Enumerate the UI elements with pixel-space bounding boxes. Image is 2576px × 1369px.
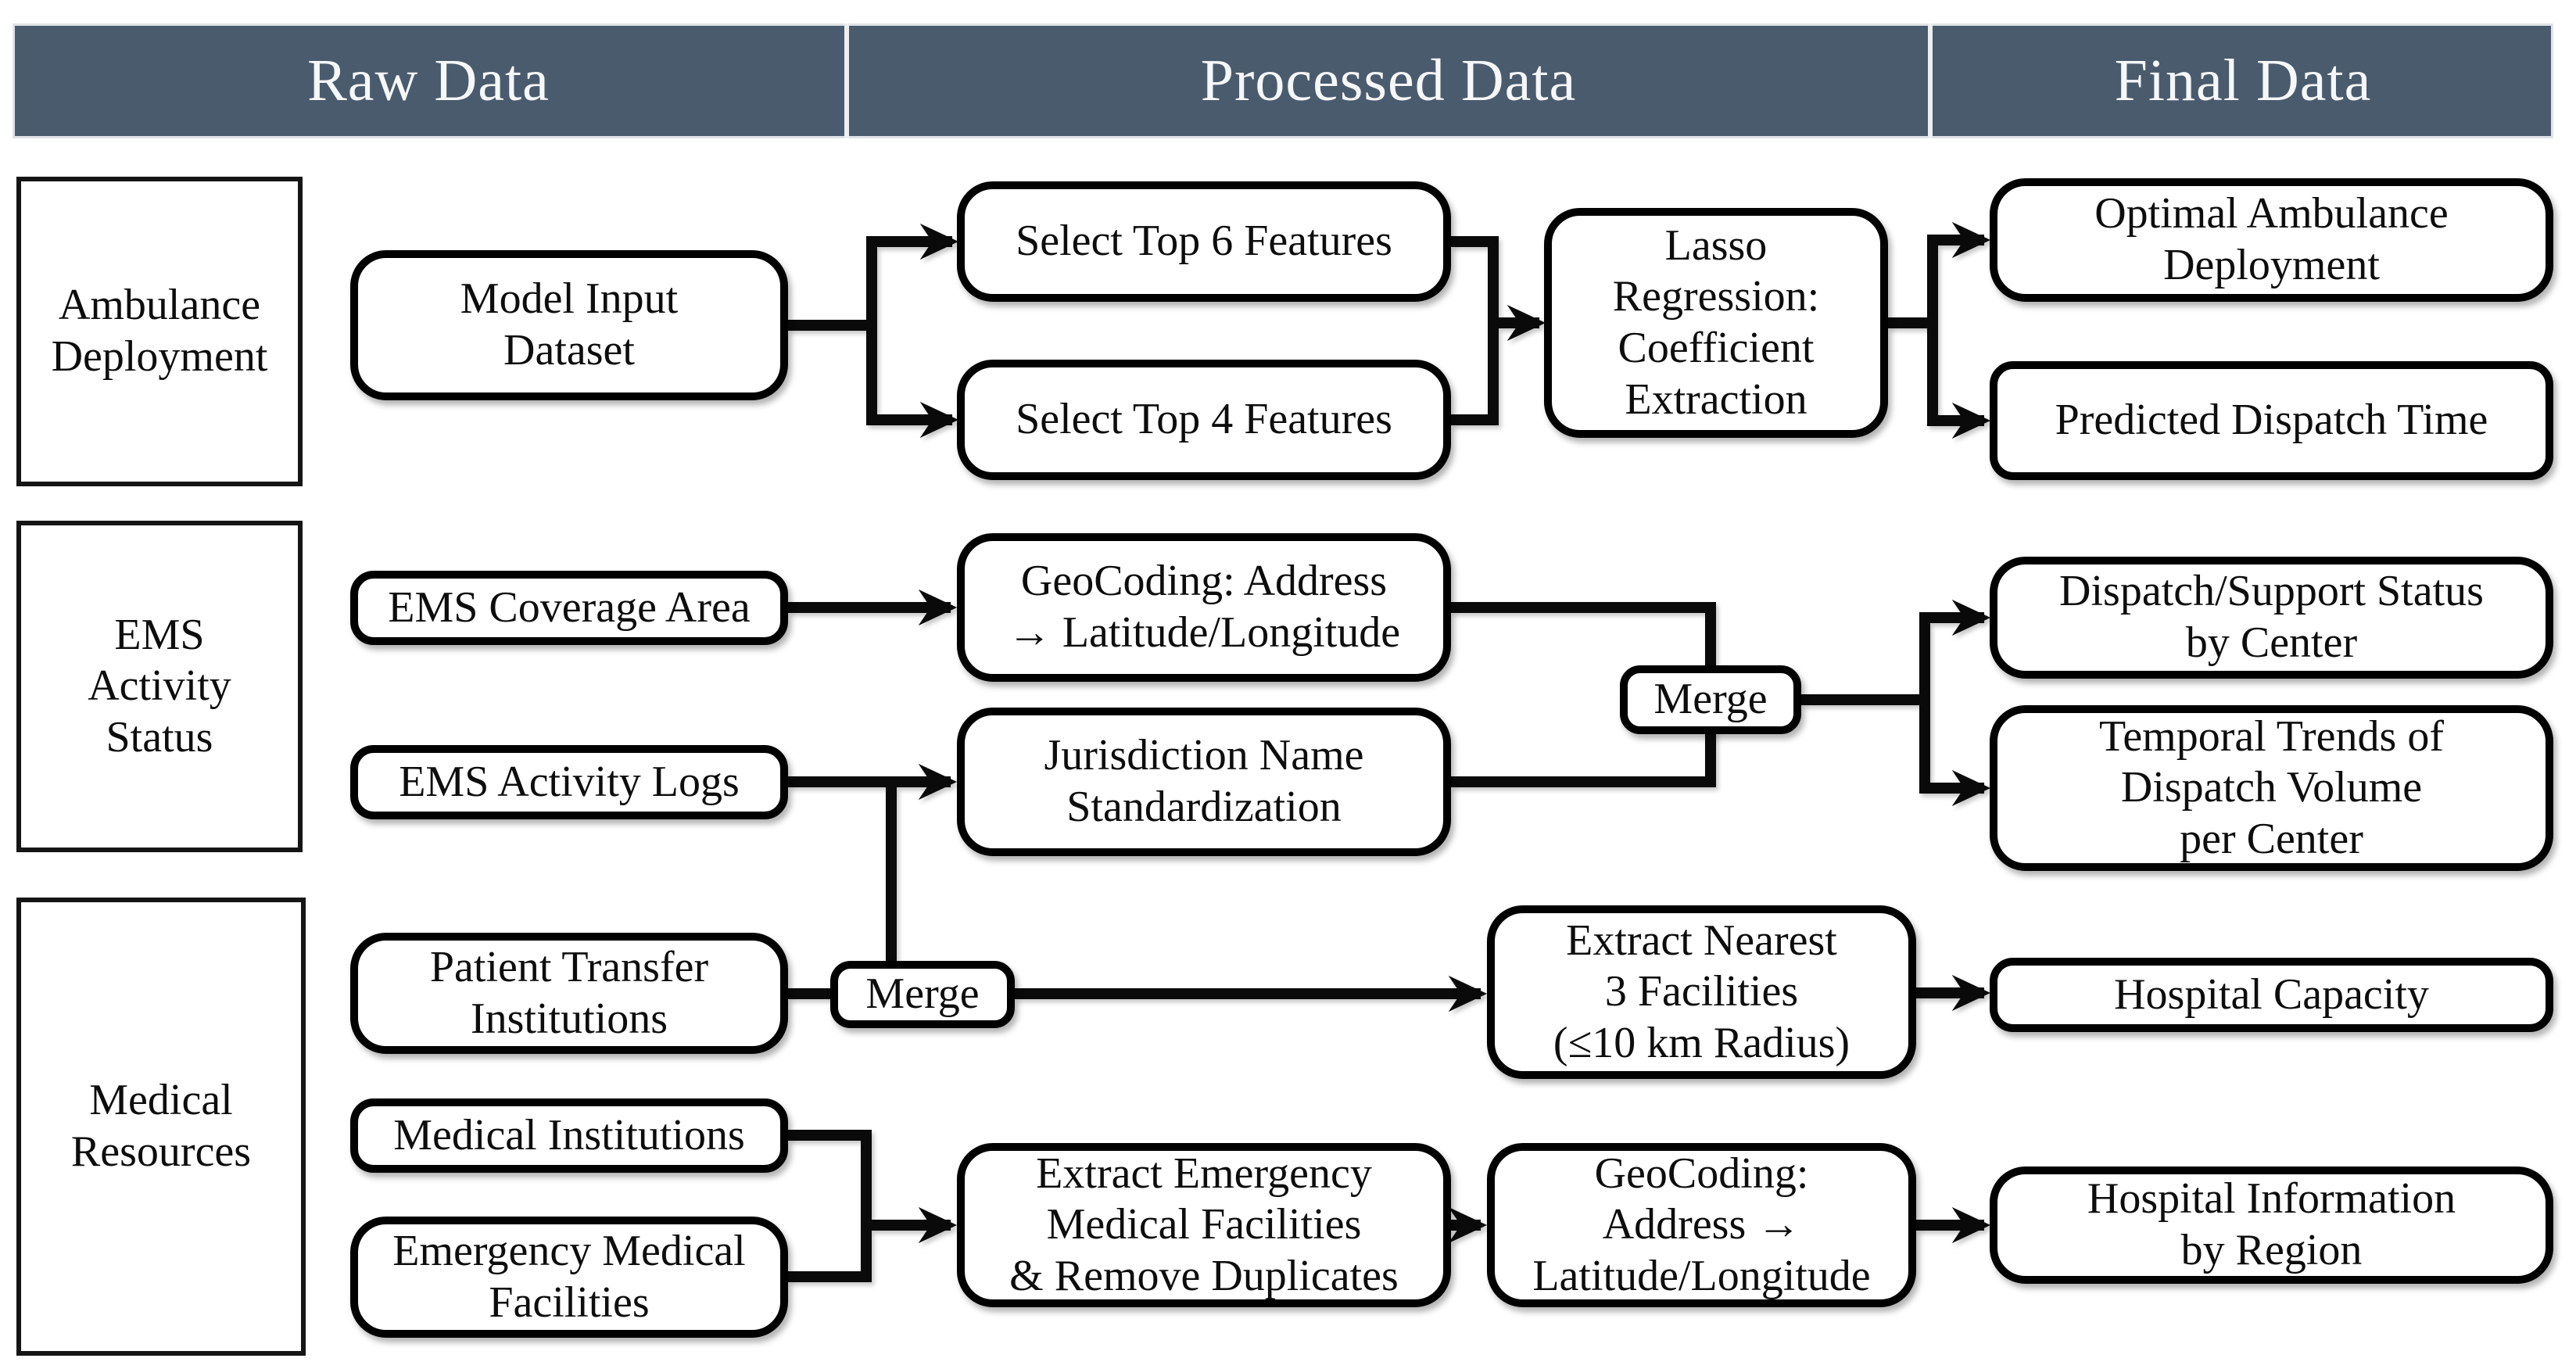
node-text: Patient Transfer Institutions: [429, 942, 709, 1043]
node-optimal-ambulance-deployment: Optimal Ambulance Deployment: [1990, 178, 2553, 302]
connector-model-to-select6: [866, 223, 959, 325]
header-title-text: Final Data: [2114, 48, 2372, 113]
node-text: Lasso Regression: Coefficient Extraction: [1612, 220, 1820, 424]
node-text: Medical Institutions: [393, 1110, 745, 1159]
header-title-final-data: Final Data: [1933, 23, 2553, 138]
header-title-processed-data: Processed Data: [849, 23, 1928, 138]
connector-geocoding1-to-merge-upper: [1451, 602, 1716, 669]
row-label-text: Medical Resources: [70, 1076, 252, 1176]
node-jurisdiction-name-standardization: Jurisdiction Name Standardization: [957, 708, 1451, 856]
header-title-text: Processed Data: [1200, 48, 1577, 113]
header-title-raw-data: Raw Data: [13, 23, 844, 138]
node-ems-activity-logs: EMS Activity Logs: [350, 745, 788, 819]
node-text: Extract Nearest 3 Facilities (≤10 km Rad…: [1553, 916, 1850, 1067]
node-text: Select Top 6 Features: [1016, 217, 1392, 266]
node-dispatch-support-status: Dispatch/Support Status by Center: [1990, 557, 2553, 679]
node-ems-coverage-area: EMS Coverage Area: [350, 571, 788, 645]
node-text: Jurisdiction Name Standardization: [1044, 731, 1364, 831]
node-text: Hospital Information by Region: [2087, 1174, 2456, 1274]
header-divider-1: [844, 23, 849, 138]
header-title-text: Raw Data: [307, 48, 550, 113]
node-merge-lower: Merge: [830, 961, 1015, 1028]
row-label-text: Ambulance Deployment: [51, 281, 268, 381]
node-temporal-trends: Temporal Trends of Dispatch Volume per C…: [1990, 705, 2553, 871]
connector-merge-to-temporal-trends: [1919, 700, 1991, 807]
node-emergency-medical-facilities: Emergency Medical Facilities: [350, 1217, 788, 1338]
node-text: Predicted Dispatch Time: [2055, 396, 2488, 445]
connector-jurisdiction-to-merge-upper: [1451, 730, 1716, 787]
node-lasso-regression: Lasso Regression: Coefficient Extraction: [1544, 208, 1888, 438]
row-label-medical-resources: Medical Resources: [16, 898, 306, 1356]
node-text: EMS Activity Logs: [399, 757, 740, 806]
header-divider-2: [1928, 23, 1933, 138]
node-text: GeoCoding: Address → Latitude/Longitude: [1532, 1149, 1871, 1300]
connector-lasso-to-optimal: [1927, 221, 1991, 323]
connector-merge-to-dispatch-status: [1919, 599, 1991, 700]
node-hospital-capacity: Hospital Capacity: [1990, 958, 2553, 1032]
connector-medical-institutions-out: [788, 1130, 872, 1225]
node-text: Temporal Trends of Dispatch Volume per C…: [2099, 711, 2444, 863]
node-extract-emergency-facilities: Extract Emergency Medical Facilities & R…: [957, 1143, 1451, 1307]
connector-lasso-to-predicted: [1927, 323, 1991, 439]
node-text: Emergency Medical Facilities: [392, 1226, 746, 1327]
node-geocoding-address-1: GeoCoding: Address → Latitude/Longitude: [957, 533, 1451, 682]
node-merge-upper: Merge: [1620, 665, 1801, 734]
connector-emergency-facilities-out: [788, 1225, 872, 1282]
connector-select4-out: [1451, 323, 1499, 425]
node-text: GeoCoding: Address → Latitude/Longitude: [1007, 557, 1401, 657]
node-medical-institutions: Medical Institutions: [350, 1098, 788, 1173]
row-label-ambulance-deployment: Ambulance Deployment: [16, 177, 303, 486]
node-text: Hospital Capacity: [2114, 969, 2429, 1019]
node-text: Select Top 4 Features: [1016, 395, 1392, 444]
node-text: Optimal Ambulance Deployment: [2094, 189, 2449, 289]
node-text: Extract Emergency Medical Facilities & R…: [1009, 1149, 1399, 1300]
node-text: EMS Coverage Area: [388, 582, 751, 632]
connector-model-to-select4: [866, 325, 959, 439]
header-bar: [13, 23, 2553, 138]
node-model-input-dataset: Model Input Dataset: [350, 250, 788, 400]
row-label-text: EMS Activity Status: [88, 610, 231, 762]
node-select-top-4-features: Select Top 4 Features: [957, 360, 1451, 480]
node-geocoding-address-2: GeoCoding: Address → Latitude/Longitude: [1487, 1143, 1916, 1307]
node-text: Merge: [1653, 675, 1768, 724]
node-hospital-information-by-region: Hospital Information by Region: [1990, 1167, 2553, 1284]
node-text: Model Input Dataset: [460, 274, 679, 375]
row-label-ems-activity-status: EMS Activity Status: [16, 521, 303, 852]
node-patient-transfer-institutions: Patient Transfer Institutions: [350, 933, 788, 1054]
node-text: Dispatch/Support Status by Center: [2059, 567, 2484, 667]
node-text: Merge: [865, 969, 980, 1019]
node-select-top-6-features: Select Top 6 Features: [957, 181, 1451, 302]
connector-select6-out: [1451, 236, 1499, 323]
node-predicted-dispatch-time: Predicted Dispatch Time: [1990, 361, 2553, 480]
node-extract-nearest-facilities: Extract Nearest 3 Facilities (≤10 km Rad…: [1487, 905, 1916, 1079]
